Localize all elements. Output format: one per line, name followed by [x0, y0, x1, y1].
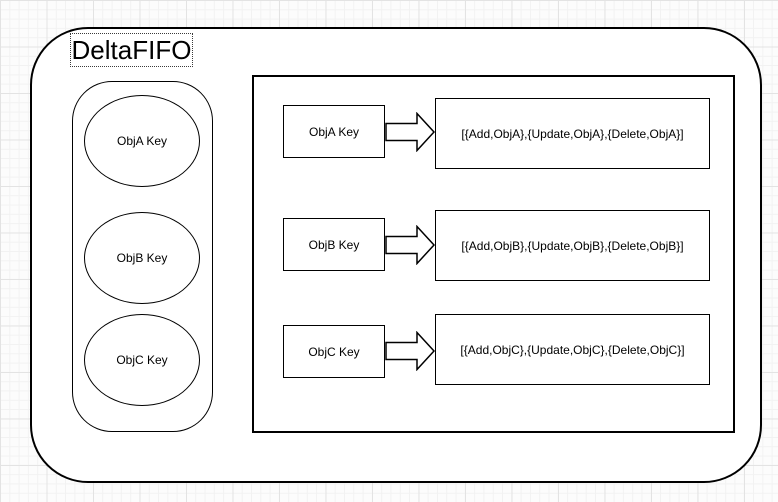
queue-key-label: ObjC Key	[116, 353, 168, 367]
deltas-list-label: [{Add,ObjB},{Update,ObjB},{Delete,ObjB}]	[461, 238, 684, 253]
right-arrow-icon[interactable]	[385, 225, 436, 265]
deltas-list-label: [{Add,ObjA},{Update,ObjA},{Delete,ObjA}]	[461, 126, 684, 141]
deltas-list-node[interactable]: [{Add,ObjA},{Update,ObjA},{Delete,ObjA}]	[435, 98, 710, 169]
map-key-node[interactable]: ObjC Key	[283, 325, 385, 378]
queue-key-node[interactable]: ObjC Key	[84, 314, 200, 406]
right-arrow-icon[interactable]	[385, 112, 436, 152]
queue-key-node[interactable]: ObjB Key	[84, 212, 200, 304]
right-arrow-icon[interactable]	[385, 331, 436, 371]
deltas-list-label: [{Add,ObjC},{Update,ObjC},{Delete,ObjC}]	[460, 342, 685, 357]
queue-key-label: ObjB Key	[116, 251, 168, 265]
queue-key-label: ObjA Key	[116, 134, 168, 148]
map-key-label: ObjC Key	[308, 344, 360, 359]
queue-key-node[interactable]: ObjA Key	[84, 95, 200, 187]
map-key-label: ObjB Key	[308, 237, 360, 252]
map-key-node[interactable]: ObjB Key	[283, 218, 385, 271]
diagram-title[interactable]: DeltaFIFO	[70, 33, 193, 67]
deltas-list-node[interactable]: [{Add,ObjB},{Update,ObjB},{Delete,ObjB}]	[435, 210, 710, 281]
deltas-list-node[interactable]: [{Add,ObjC},{Update,ObjC},{Delete,ObjC}]	[435, 314, 710, 385]
map-key-label: ObjA Key	[308, 124, 360, 139]
map-key-node[interactable]: ObjA Key	[283, 105, 385, 158]
